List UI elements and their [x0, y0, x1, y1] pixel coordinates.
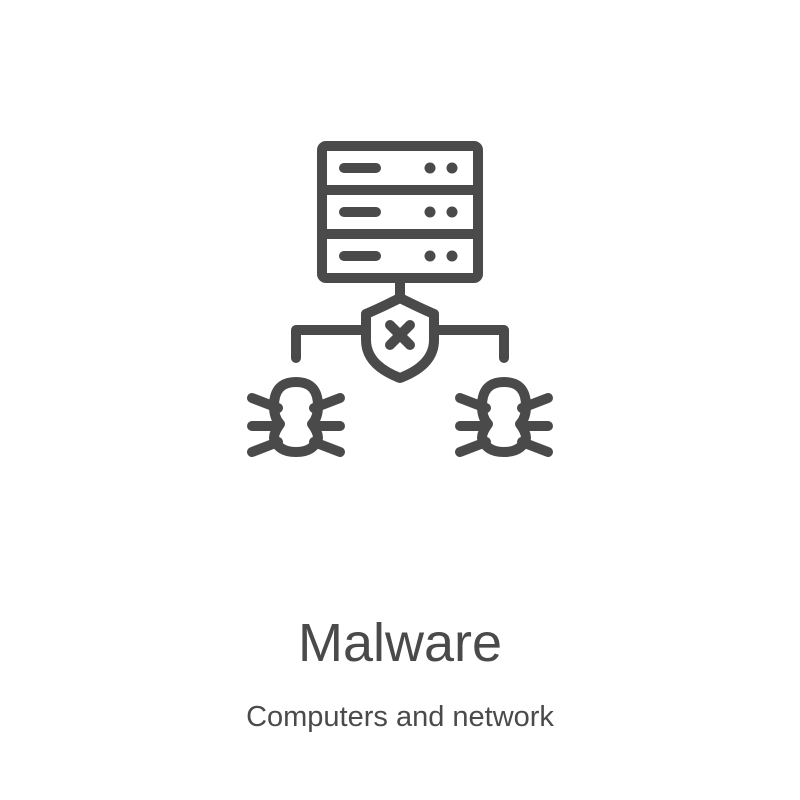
- malware-icon: [247, 141, 553, 457]
- bug-icon: [455, 377, 553, 457]
- icon-category: Computers and network: [246, 701, 554, 733]
- shield-icon: [361, 293, 439, 383]
- server-status-dots: [424, 162, 458, 262]
- bug-icon: [247, 377, 345, 457]
- icon-title: Malware: [297, 613, 503, 673]
- branch-lines: [291, 325, 509, 363]
- malware-illustration: [247, 141, 553, 457]
